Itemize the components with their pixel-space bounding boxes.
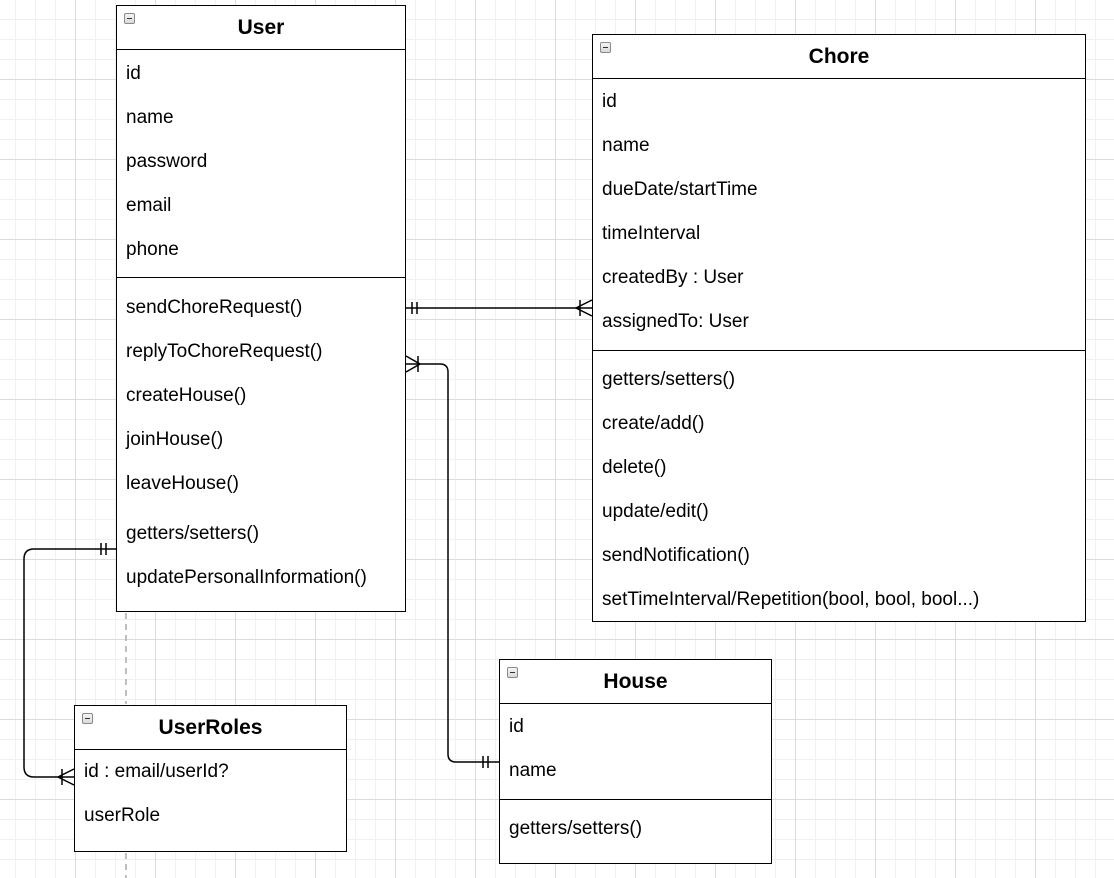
- cardinality-many-chore-user: [574, 299, 593, 317]
- attribute-row[interactable]: id: [602, 91, 617, 112]
- collapse-icon[interactable]: [82, 713, 93, 724]
- entity-user[interactable]: User id name password email phone sendCh…: [116, 5, 406, 612]
- entity-title: Chore: [808, 44, 870, 68]
- method-row[interactable]: sendNotification(): [602, 545, 750, 566]
- attribute-row[interactable]: email: [126, 195, 172, 216]
- attributes-section: id : email/userId? userRole: [75, 750, 346, 838]
- entity-title: User: [237, 15, 285, 39]
- attribute-row[interactable]: timeInterval: [602, 223, 701, 244]
- method-row[interactable]: getters/setters(): [126, 523, 260, 544]
- attribute-row[interactable]: createdBy : User: [602, 267, 744, 288]
- method-row[interactable]: getters/setters(): [509, 818, 643, 839]
- attribute-row[interactable]: password: [126, 151, 208, 172]
- attribute-row[interactable]: id : email/userId?: [84, 761, 229, 782]
- cardinality-one-only-user-chore: [411, 302, 418, 314]
- entity-chore[interactable]: Chore id name dueDate/startTime timeInte…: [592, 34, 1086, 622]
- collapse-icon[interactable]: [600, 42, 611, 53]
- method-row[interactable]: replyToChoreRequest(): [126, 341, 323, 362]
- cardinality-one-only-user-userroles: [100, 543, 107, 555]
- method-row[interactable]: updatePersonalInformation(): [126, 567, 367, 588]
- cardinality-many-user-house: [405, 355, 422, 373]
- method-row[interactable]: createHouse(): [126, 385, 247, 406]
- attribute-row[interactable]: name: [126, 107, 174, 128]
- attribute-row[interactable]: phone: [126, 239, 179, 260]
- methods-section: getters/setters() create/add() delete() …: [593, 351, 1085, 622]
- entity-header[interactable]: House: [500, 660, 771, 704]
- method-row[interactable]: setTimeInterval/Repetition(bool, bool, b…: [602, 589, 980, 610]
- attribute-row[interactable]: assignedTo: User: [602, 311, 749, 332]
- entity-house[interactable]: House id name getters/setters(): [499, 659, 772, 864]
- method-row[interactable]: sendChoreRequest(): [126, 297, 303, 318]
- entity-title: House: [603, 669, 668, 693]
- attributes-section: id name dueDate/startTime timeInterval c…: [593, 79, 1085, 351]
- method-row[interactable]: joinHouse(): [126, 429, 224, 450]
- entity-header[interactable]: UserRoles: [75, 706, 346, 750]
- connector-user-house[interactable]: [406, 363, 499, 763]
- entity-userroles[interactable]: UserRoles id : email/userId? userRole: [74, 705, 347, 852]
- attributes-section: id name password email phone: [117, 50, 405, 278]
- attributes-section: id name: [500, 704, 771, 800]
- methods-section: getters/setters(): [500, 800, 771, 851]
- attribute-row[interactable]: id: [126, 63, 141, 84]
- attribute-row[interactable]: name: [602, 135, 650, 156]
- methods-section: sendChoreRequest() replyToChoreRequest()…: [117, 278, 405, 600]
- method-row[interactable]: getters/setters(): [602, 369, 736, 390]
- method-row[interactable]: create/add(): [602, 413, 705, 434]
- attribute-row[interactable]: name: [509, 760, 557, 781]
- method-row[interactable]: delete(): [602, 457, 667, 478]
- collapse-icon[interactable]: [507, 667, 518, 678]
- collapse-icon[interactable]: [124, 13, 135, 24]
- entity-header[interactable]: User: [117, 6, 405, 50]
- cardinality-one-only-house-user: [482, 756, 489, 768]
- method-row[interactable]: leaveHouse(): [126, 473, 239, 494]
- cardinality-many-userroles-user: [56, 768, 75, 786]
- entity-title: UserRoles: [158, 715, 263, 739]
- entity-header[interactable]: Chore: [593, 35, 1085, 79]
- attribute-row[interactable]: dueDate/startTime: [602, 179, 758, 200]
- attribute-row[interactable]: id: [509, 716, 524, 737]
- attribute-row[interactable]: userRole: [84, 805, 161, 826]
- method-row[interactable]: update/edit(): [602, 501, 709, 522]
